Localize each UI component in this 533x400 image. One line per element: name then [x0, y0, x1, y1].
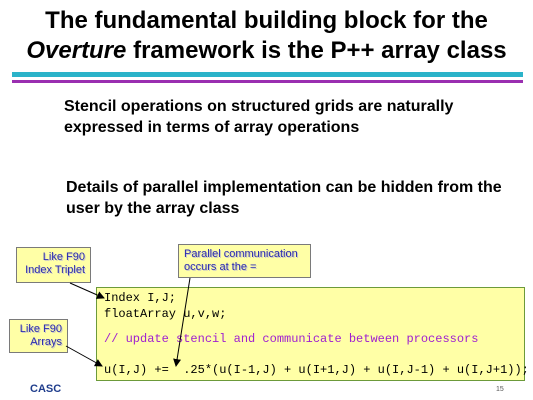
- code-line-floatarray: floatArray u,v,w;: [104, 307, 227, 321]
- slide-title: The fundamental building block for the O…: [0, 6, 533, 66]
- title-line-2-rest: framework is the P++ array class: [126, 37, 507, 64]
- casc-logo-text: CASC: [30, 383, 62, 395]
- title-italic-word: Overture: [26, 37, 127, 64]
- title-rule-teal: [12, 72, 523, 77]
- page-number: 15: [496, 386, 504, 393]
- bullet-stencil-operations: Stencil operations on structured grids a…: [64, 98, 454, 136]
- slide-title-line-2: Overture framework is the P++ array clas…: [0, 36, 533, 66]
- title-rule-purple: [12, 80, 523, 83]
- callout-index-triplet: Like F90 Index Triplet: [16, 247, 91, 283]
- code-comment: // update stencil and communicate betwee…: [104, 332, 479, 346]
- callout-parallel-communication: Parallel communication occurs at the =: [178, 244, 311, 278]
- bullet-parallel-implementation: Details of parallel implementation can b…: [66, 179, 502, 217]
- code-line-index: Index I,J;: [104, 291, 177, 305]
- slide-title-line-1: The fundamental building block for the: [45, 7, 488, 34]
- code-line-stencil: u(I,J) += .25*(u(I-1,J) + u(I+1,J) + u(I…: [104, 363, 529, 377]
- callout-f90-arrays: Like F90 Arrays: [9, 319, 68, 353]
- code-box: [96, 287, 525, 381]
